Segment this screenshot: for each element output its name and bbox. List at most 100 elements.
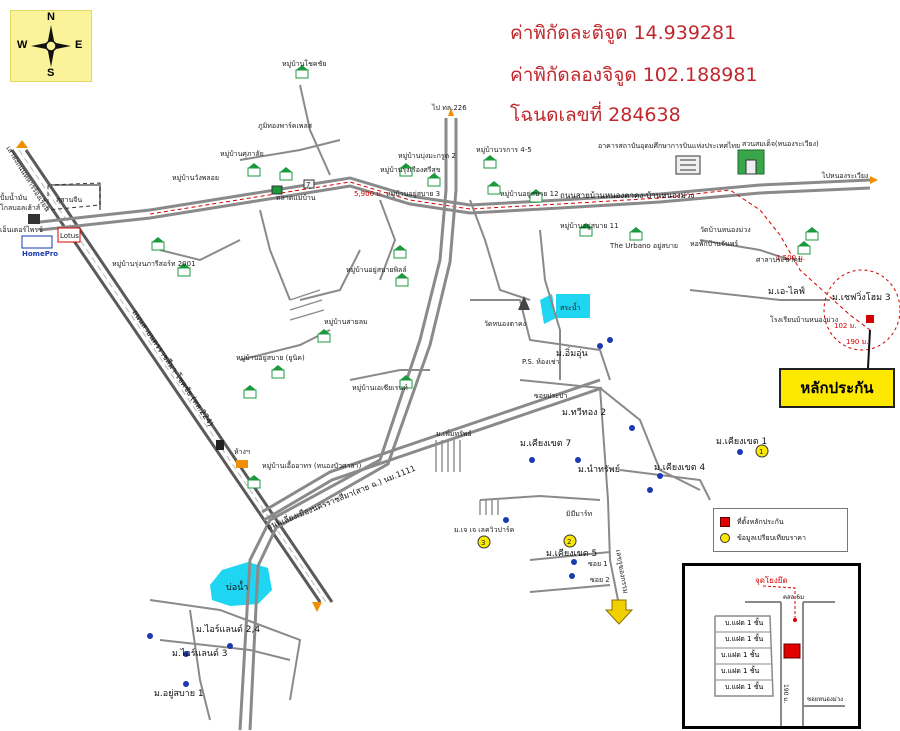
compass-rose: N S W E	[10, 10, 92, 82]
marker-3-label: 3	[481, 539, 485, 547]
place-market: ตลาดแม่บ้าน	[276, 194, 316, 202]
village-7: หมู่บ้านอยู่สบาย 12	[500, 190, 559, 198]
south-arrow	[604, 599, 634, 625]
inset-side-road: ซอยหนองม่วง	[807, 696, 844, 703]
village-21: ม.เคียงเขต 7	[520, 438, 571, 449]
village-22: ม.เคียงเขต 1	[716, 436, 767, 447]
place-pr: ศาลาประชาคม	[756, 256, 803, 264]
market-icon	[271, 185, 283, 195]
legend-comparable-label: ข้อมูลเปรียบเทียบราคา	[737, 534, 806, 542]
road-label-korat-chokchai: ถนนสายนครราชสีมา-โชคชัย (ทล.224)	[130, 308, 216, 429]
collateral-pointer	[867, 329, 871, 369]
comparable-marker-1	[755, 444, 769, 458]
place-pcentre: เอ็นเตอร์ไพรซ์	[0, 225, 43, 234]
village-5: หมู่บ้านอยู่สบาย 3	[386, 190, 440, 198]
inset-row-3: บ.แฝด 1 ชั้น	[721, 667, 760, 675]
office-building-icon	[675, 155, 701, 175]
place-mart: มิมีมาร์ท	[566, 510, 593, 518]
village-29: ม.อยู่สบาย 1	[154, 689, 204, 699]
village-30: ซอย 1	[588, 560, 608, 568]
hospital-icon	[236, 460, 248, 468]
place-school: โรงเรียนบ้านหนองม่วง	[770, 315, 838, 324]
deed-number-text: โฉนดเลขที่ 284638	[510, 104, 681, 126]
distance-102: 102 ม.	[834, 322, 856, 330]
village-10: หมู่บ้านรุ่งนภารีสอร์ท 2001	[112, 260, 196, 268]
legend-collateral-label: ที่ตั้งหลักประกัน	[737, 518, 784, 526]
marker-1-label: 1	[759, 448, 763, 456]
inset-title: จุดโยงยึด	[755, 576, 788, 585]
place-fairland: ห้างฯ	[234, 448, 250, 456]
road-label-nongrawiang: ไปหนองระเวียง	[821, 171, 868, 180]
fuel-icon	[216, 440, 224, 450]
bypass-road	[261, 378, 603, 522]
compass-s: S	[47, 67, 55, 79]
village-25: ม.เจ เจ เลควิวปาร์ค	[454, 526, 515, 534]
collateral-marker	[866, 315, 874, 323]
collateral-label: หลักประกัน	[779, 368, 895, 408]
village-1: หมู่บ้านศุภาลัย	[220, 150, 264, 158]
dashed-boundary	[47, 182, 101, 211]
village-8: หมู่บ้านอยู่สบาย 11	[560, 222, 619, 230]
inset-row-1: บ.แฝด 1 ชั้น	[725, 635, 764, 643]
distance-190: 190 ม.	[846, 338, 868, 346]
comparable-marker-2	[563, 534, 577, 548]
blue-house-icons	[147, 337, 743, 687]
village-4: หมู่บ้านรุ่งเรืองศรีสุข	[380, 166, 441, 174]
distance-5900: 5,900 ม.	[354, 190, 383, 198]
place-soi-prapa: ซอยประปา	[534, 392, 567, 400]
village-9: The Urbano อยู่สบาย	[609, 242, 678, 250]
village-31: ซอย 2	[590, 576, 610, 584]
home-pro-icon	[21, 235, 53, 249]
village-12: หมู่บ้านสายลม	[324, 318, 368, 326]
sw-arrow	[312, 602, 322, 612]
place-wat: วัดหนองตาคง	[484, 320, 526, 328]
place-wat2: วัดบ้านหนองม่วง	[700, 226, 751, 234]
pond-north-east	[556, 294, 590, 318]
village-20: ม.เพิ่มทรัพย์	[436, 429, 472, 438]
village-16: ม.เอ-ไลฟ์	[768, 285, 805, 297]
map-legend: ที่ตั้งหลักประกัน ข้อมูลเปรียบเทียบราคา	[713, 508, 848, 552]
village-19: ม.ทวีทอง 2	[562, 407, 606, 418]
place-garden: สวนสมเด็จ(หนองระเวียง)	[742, 139, 819, 148]
road-to-226	[238, 118, 458, 731]
village-24: ม.เคียงเขต 4	[654, 462, 705, 473]
village-15: หมู่บ้านเอื้ออาทร (หนองบัวศาลา)	[262, 459, 362, 470]
village-18: ม.อิ่มอุ่น	[556, 346, 588, 359]
compass-n: N	[47, 11, 55, 23]
collateral-zone	[823, 269, 900, 351]
north-arrow-226	[448, 108, 454, 116]
inset-distance: 190 ม.	[782, 684, 789, 704]
inset-map: จุดโยงยึด คสล.6ม บ.แฝด 1 ชั้น บ.แฝด 1 ชั…	[682, 563, 861, 729]
east-arrow-nongrawiang	[870, 176, 878, 184]
road-label-east-west: ถนนสายบ้านหนองตาคง-บ้านหนองม่วง	[560, 191, 694, 200]
place-cemetery: สุสานจีน	[56, 196, 82, 204]
marker-2-label: 2	[567, 538, 571, 546]
lotus-icon	[57, 227, 81, 243]
place-lotus: Lotus	[60, 232, 79, 240]
inset-row-0: บ.แฝด 1 ชั้น	[725, 619, 764, 627]
village-26: ม.เคียงเขต 5	[546, 548, 597, 559]
compass-e: E	[75, 39, 83, 51]
latitude-text: ค่าพิกัดละติจูด 14.939281	[510, 22, 737, 44]
place-seven: 7	[306, 181, 310, 189]
place-pump: ปั้มน้ำมัน	[0, 191, 27, 202]
global-icon	[28, 214, 40, 224]
road-label-226: ไป ทล.226	[431, 103, 467, 112]
route-red-dashed	[149, 181, 871, 331]
village-6: หมู่บ้านวรการ 4-5	[476, 146, 532, 154]
inset-row-4: บ.แฝด 1 ชั้น	[725, 683, 764, 691]
west-arrow-highway	[16, 140, 28, 148]
place-pond-south: บ่อน้ำ	[226, 580, 248, 593]
place-ps: P.S. ห้องเช่า	[522, 358, 560, 366]
compass-icon	[31, 25, 71, 67]
village-28: ม.ไอร์แลนด์ 3	[172, 647, 227, 659]
village-17: ม.เชฟวิ่งโฮม 3	[832, 290, 891, 303]
inset-map-drawing	[714, 585, 845, 726]
place-phumthong: ภูมิทองพาร์คเพลส	[258, 122, 313, 130]
legend-comparable-swatch	[720, 533, 730, 543]
legend-collateral-swatch	[720, 517, 730, 527]
compass-w: W	[17, 39, 28, 51]
longitude-text: ค่าพิกัดลองจิจูด 102.188981	[510, 64, 758, 86]
village-27: ม.ไอร์แลนด์ 2,4	[196, 623, 260, 635]
